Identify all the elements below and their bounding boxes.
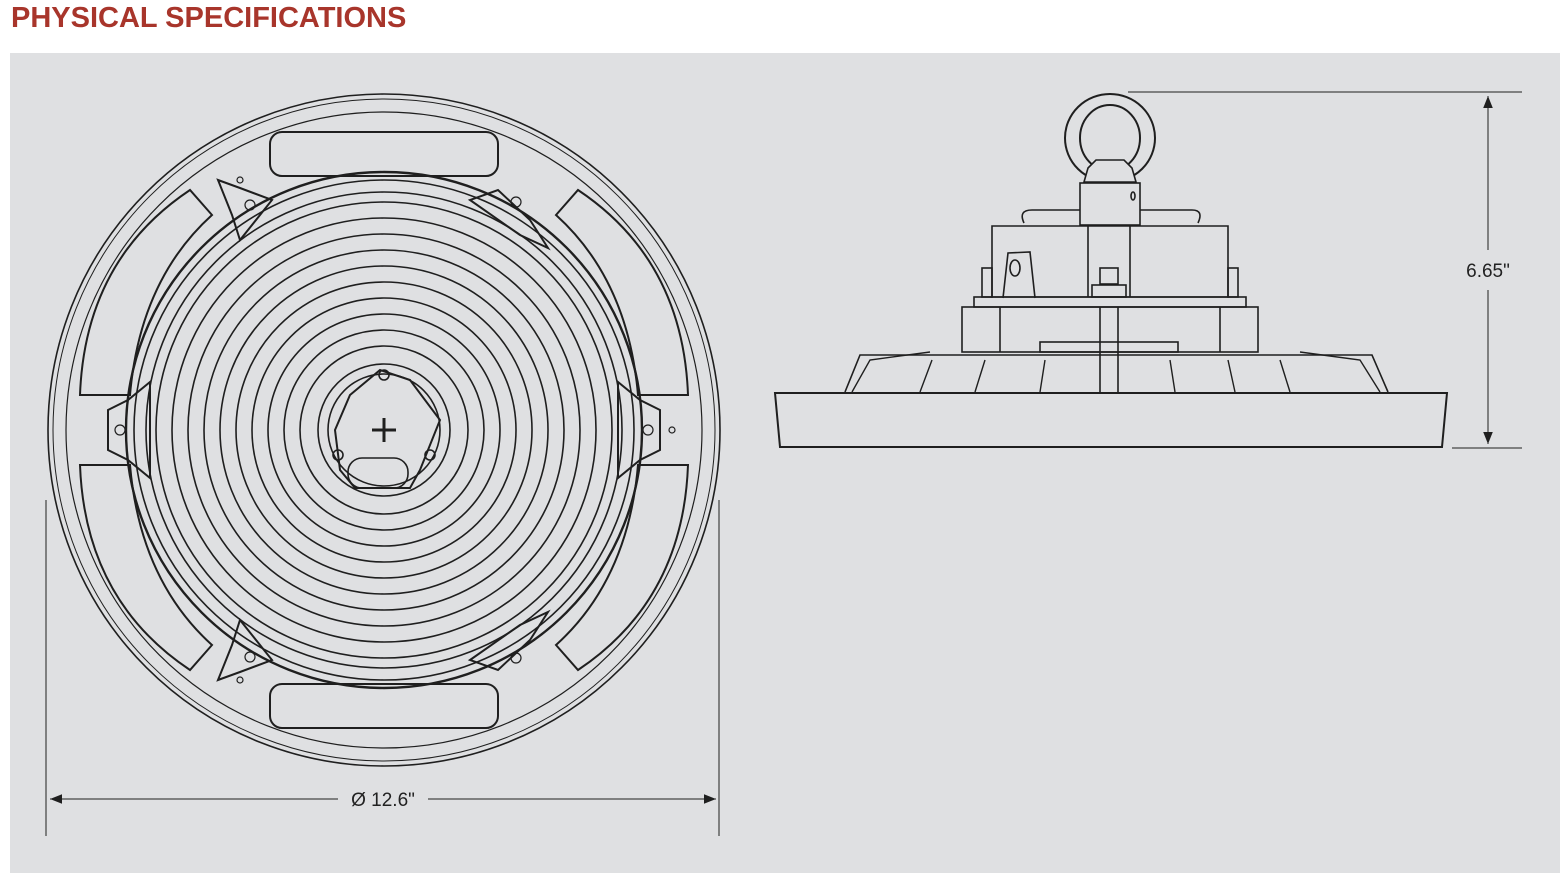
diameter-label: Ø 12.6" bbox=[351, 790, 415, 811]
top-view-drawing bbox=[47, 93, 721, 767]
height-dimension bbox=[1128, 91, 1522, 449]
height-label: 6.65" bbox=[1466, 261, 1510, 282]
side-view-drawing bbox=[773, 93, 1449, 448]
diameter-dimension bbox=[45, 500, 720, 836]
section-title: PHYSICAL SPECIFICATIONS bbox=[11, 2, 407, 34]
drawing-panel bbox=[10, 53, 1560, 873]
